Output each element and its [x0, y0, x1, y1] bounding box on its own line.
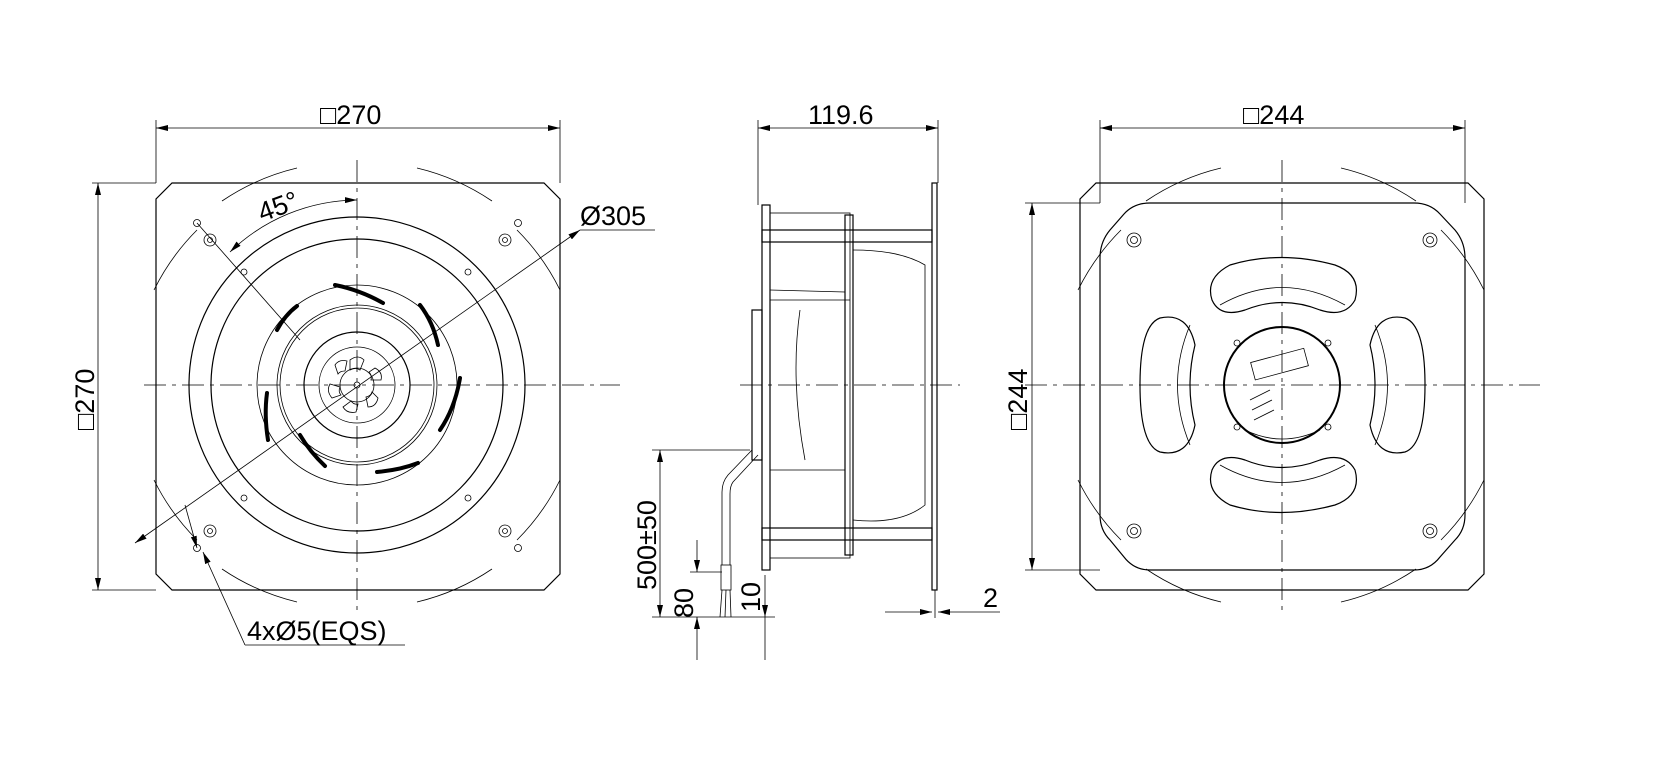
side-flange: [931, 182, 938, 591]
rear-view: □244 □244: [1003, 100, 1540, 610]
front-width-dimension: □270: [320, 100, 381, 130]
motor-hub: [303, 331, 411, 439]
side-view: 119.6 500±50 80 10 2: [632, 100, 1000, 660]
flange-thickness-dimension: 2: [983, 583, 998, 613]
rear-pitch-arcs: [1077, 167, 1485, 603]
mounting-holes: [193, 219, 522, 552]
rear-width-dimension: □244: [1243, 100, 1304, 130]
depth-dimension: 119.6: [808, 100, 874, 130]
support-rod-top: [761, 229, 933, 243]
rear-mounting-plate: [1079, 182, 1485, 591]
mounting-holes-dimension: 4xØ5(EQS): [247, 616, 387, 646]
wire-end-dimension: 10: [736, 582, 766, 612]
front-height-dimension: □270: [70, 369, 100, 430]
angle-dimension: 45°: [254, 185, 303, 227]
impeller-blades: [263, 283, 462, 474]
support-rod-bottom: [761, 527, 933, 541]
cable-length-dimension: 500±50: [632, 500, 662, 590]
rear-mounting-holes: [1126, 232, 1438, 539]
cable: [721, 449, 759, 565]
rear-openings: [1139, 256, 1426, 514]
rear-height-dimension: □244: [1003, 369, 1033, 430]
front-view: □270 □270 Ø305 45° 4xØ5(EQS): [70, 100, 655, 646]
outer-diameter-dimension: Ø305: [580, 201, 646, 231]
strip-length-dimension: 80: [669, 588, 699, 618]
